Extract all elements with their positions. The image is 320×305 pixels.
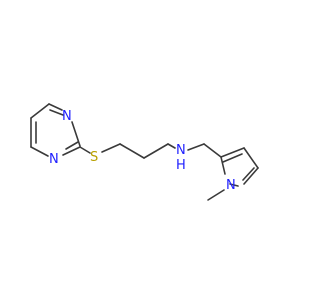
bond-pyrimidine-4 [71, 121, 81, 147]
bond-c1-c2 [119, 143, 145, 159]
atom-label-n2: N [49, 152, 59, 167]
bond-pyrimidine-5-double [49, 109, 64, 116]
atom-label-nh-n: N [176, 143, 186, 158]
atom-label-n-pyrrole: N [226, 178, 236, 193]
bond-pyrrole-4 [229, 183, 239, 187]
bond-pyrimidine-6 [30, 103, 50, 119]
molecule-structure: N N S N H N [30, 103, 259, 201]
bond-ch2-pyrrole [203, 143, 222, 158]
bond-n-ch2 [187, 143, 205, 151]
bond-pyrrole-3 [243, 167, 259, 185]
bond-pyrrole-5 [220, 156, 226, 175]
atom-label-s: S [90, 150, 98, 165]
bond-pyrimidine-3 [62, 146, 81, 156]
bond-pyrimidine-3-double [65, 141, 79, 150]
atom-label-n1: N [62, 109, 72, 124]
bond-c3-n [167, 143, 176, 149]
bond-pyrrole-3-double [242, 167, 255, 181]
bond-pyrrole-1 [220, 147, 245, 158]
bond-s-c1 [101, 143, 121, 153]
bond-pyrrole-2 [243, 147, 259, 169]
bond-pyrimidine-2 [30, 146, 49, 157]
bond-c2-s [79, 146, 91, 154]
atom-label-nh-h: H [176, 158, 186, 173]
molecule-diagram: N N S N H N [30, 103, 259, 201]
bond-c2-c3 [143, 143, 169, 159]
bond-pyrrole-1-double [222, 153, 243, 163]
bond-pyrimidine-5 [48, 103, 63, 111]
bond-n-methyl [207, 189, 225, 201]
